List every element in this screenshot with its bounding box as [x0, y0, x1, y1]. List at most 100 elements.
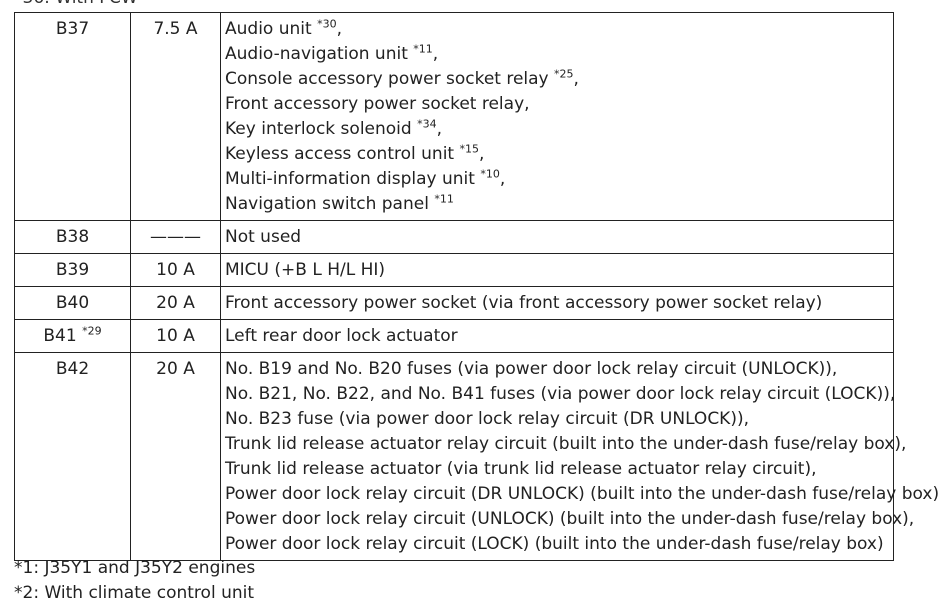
circuit-line: No. B19 and No. B20 fuses (via power doo… — [225, 357, 893, 382]
fuse-number: B39 — [15, 258, 130, 283]
amperage: 20 A — [156, 293, 195, 313]
circuit-line: Left rear door lock actuator — [225, 324, 893, 349]
circuit-line: Front accessory power socket relay, — [225, 92, 893, 117]
circuit-line: Navigation switch panel *11 — [225, 192, 893, 217]
amperage-cell: 10 A — [130, 319, 221, 353]
amperage: ——— — [150, 227, 201, 247]
footnote: *1: J35Y1 and J35Y2 engines — [14, 558, 256, 578]
fuse-number: B38 — [15, 225, 130, 250]
protected-circuit-cell: Front accessory power socket (via front … — [220, 286, 894, 320]
amperage: 10 A — [156, 260, 195, 280]
circuit-text: Front accessory power socket (via front … — [225, 293, 823, 313]
circuit-line: Front accessory power socket (via front … — [225, 291, 893, 316]
fuse-number-cell: B40 — [14, 286, 131, 320]
circuit-line: No. B21, No. B22, and No. B41 fuses (via… — [225, 382, 896, 407]
circuit-text: Console accessory power socket relay — [225, 69, 555, 89]
amperage-cell: ——— — [130, 220, 221, 254]
circuit-text: Keyless access control unit — [225, 144, 460, 164]
footnote-ref: *10 — [480, 167, 500, 181]
protected-circuit-cell: Not used — [220, 220, 894, 254]
table-row: B39 10 A MICU (+B L H/L HI) — [14, 253, 894, 287]
circuit-text-tail: , — [499, 169, 506, 189]
circuit-text: MICU (+B L H/L HI) — [225, 260, 386, 280]
amperage: 10 A — [156, 326, 195, 346]
fuse-number-cell: B42 — [14, 352, 131, 561]
fuse-number: B37 — [15, 17, 130, 42]
footnote-ref: *30 — [317, 17, 337, 31]
fuse-number-text: B40 — [55, 293, 90, 313]
fuse-number-text: B41 — [43, 326, 83, 346]
amperage-cell: 10 A — [130, 253, 221, 287]
circuit-text-tail: , — [432, 44, 439, 64]
circuit-line: MICU (+B L H/L HI) — [225, 258, 893, 283]
amperage-cell: 7.5 A — [130, 12, 221, 221]
circuit-text: No. B21, No. B22, and No. B41 fuses (via… — [225, 384, 896, 404]
footnote-ref: *25 — [554, 67, 574, 81]
circuit-text: Trunk lid release actuator relay circuit… — [225, 434, 907, 454]
circuit-line: No. B23 fuse (via power door lock relay … — [225, 407, 893, 432]
footnote-ref: *11 — [413, 42, 433, 56]
fuse-number: B42 — [15, 357, 130, 382]
circuit-text: Audio-navigation unit — [225, 44, 414, 64]
footnote-ref: *34 — [417, 117, 437, 131]
circuit-text: Power door lock relay circuit (DR UNLOCK… — [225, 484, 938, 504]
table-row: B41 *29 10 A Left rear door lock actuator — [14, 319, 894, 353]
footnote-ref: *11 — [434, 192, 454, 206]
circuit-line: Power door lock relay circuit (DR UNLOCK… — [225, 482, 938, 507]
circuit-text: Left rear door lock actuator — [225, 326, 458, 346]
circuit-text: Not used — [225, 227, 302, 247]
protected-circuit-cell: Left rear door lock actuator — [220, 319, 894, 353]
circuit-line: Console accessory power socket relay *25… — [225, 67, 893, 92]
circuit-line: Audio unit *30, — [225, 17, 893, 42]
protected-circuit-cell: Audio unit *30,Audio-navigation unit *11… — [220, 12, 894, 221]
fuse-number-text: B38 — [55, 227, 90, 247]
circuit-line: Not used — [225, 225, 893, 250]
amperage: 20 A — [156, 359, 195, 379]
circuit-line: Audio-navigation unit *11, — [225, 42, 893, 67]
circuit-text-tail: , — [336, 19, 342, 39]
circuit-text: Navigation switch panel — [225, 194, 435, 214]
circuit-text: Key interlock solenoid — [225, 119, 418, 139]
footnotes: *1: J35Y1 and J35Y2 engines *2: With cli… — [14, 556, 255, 606]
protected-circuit-cell: No. B19 and No. B20 fuses (via power doo… — [220, 352, 938, 561]
protected-circuit-cell: MICU (+B L H/L HI) — [220, 253, 894, 287]
circuit-line: Multi-information display unit *10, — [225, 167, 893, 192]
circuit-line: Trunk lid release actuator (via trunk li… — [225, 457, 893, 482]
circuit-text: No. B19 and No. B20 fuses (via power doo… — [225, 359, 838, 379]
amperage-cell: 20 A — [130, 286, 221, 320]
fuse-number: B40 — [15, 291, 130, 316]
table-row: B40 20 A Front accessory power socket (via… — [14, 286, 894, 320]
circuit-text: Front accessory power socket relay, — [225, 94, 530, 114]
circuit-text: Trunk lid release actuator (via trunk li… — [225, 459, 817, 479]
footnote-ref: *29 — [82, 324, 102, 338]
table-row: B38 ——— Not used — [14, 220, 894, 254]
amperage: 7.5 A — [153, 19, 198, 39]
circuit-text-tail: , — [436, 119, 442, 139]
fuse-number-text: B42 — [55, 359, 90, 379]
fuse-number-text: B37 — [55, 19, 90, 39]
amperage-cell: 20 A — [130, 352, 221, 561]
fuse-number-cell: B41 *29 — [14, 319, 131, 353]
circuit-text: Audio unit — [225, 19, 318, 39]
circuit-text: No. B23 fuse (via power door lock relay … — [225, 409, 750, 429]
circuit-line: Trunk lid release actuator relay circuit… — [225, 432, 906, 457]
fuse-number: B41 *29 — [15, 324, 130, 349]
circuit-text: Power door lock relay circuit (UNLOCK) (… — [225, 509, 915, 529]
circuit-line: Power door lock relay circuit (UNLOCK) (… — [225, 507, 914, 532]
fuse-number-text: B39 — [55, 260, 90, 280]
clipped-footnote-header: *36: With FCW — [14, 0, 138, 8]
fuse-number-cell: B39 — [14, 253, 131, 287]
circuit-line: Key interlock solenoid *34, — [225, 117, 893, 142]
circuit-line: Keyless access control unit *15, — [225, 142, 893, 167]
circuit-text: Multi-information display unit — [225, 169, 481, 189]
footnote-ref: *15 — [459, 142, 479, 156]
circuit-text: Power door lock relay circuit (LOCK) (bu… — [225, 534, 884, 554]
circuit-text-tail: , — [573, 69, 579, 89]
circuit-line: Power door lock relay circuit (LOCK) (bu… — [225, 532, 893, 557]
fuse-number-cell: B38 — [14, 220, 131, 254]
table-row: B42 20 A No. B19 and No. B20 fuses (via po… — [14, 352, 938, 561]
circuit-text-tail: , — [478, 144, 485, 164]
